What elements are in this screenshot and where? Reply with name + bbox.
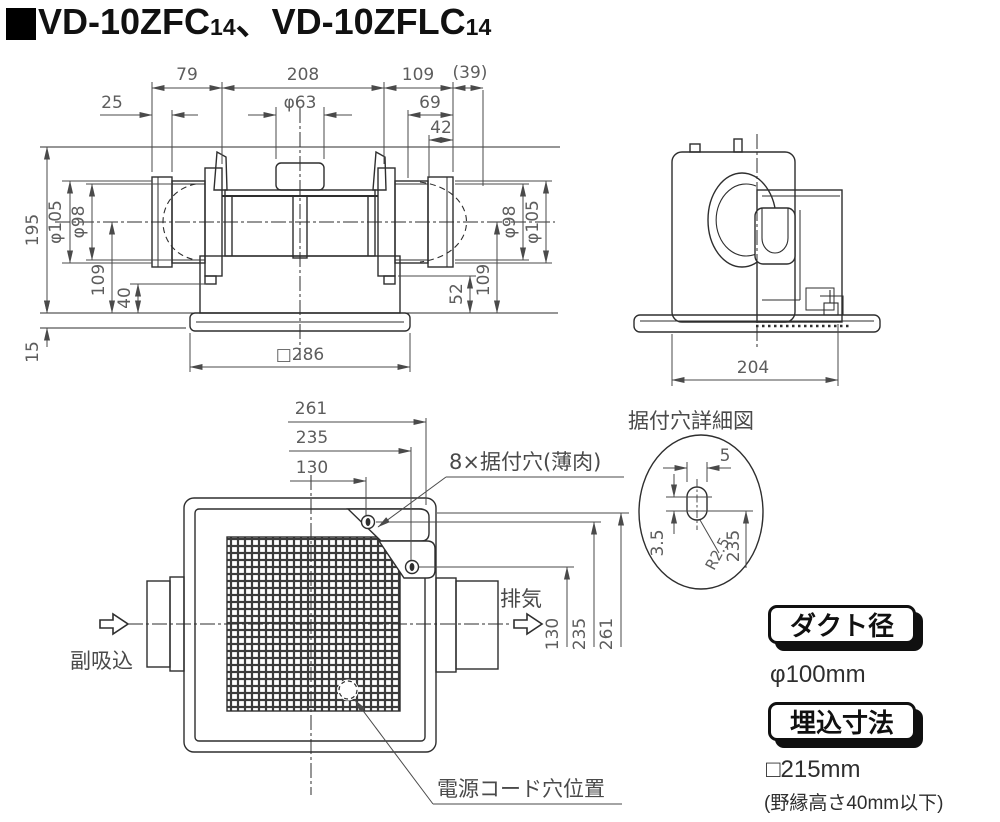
detail-dimensions — [663, 462, 753, 568]
side-tab-2 — [733, 138, 743, 153]
dim-42: 42 — [430, 118, 452, 138]
power-cord-hole — [337, 679, 359, 701]
dim-15: 15 — [23, 341, 43, 363]
model-name-2: VD-10ZFLC — [271, 1, 466, 42]
dim-phi98-right: φ98 — [500, 206, 520, 239]
model-suffix-1: 14 — [210, 14, 236, 40]
duct-diameter-heading: ダクト径 — [789, 611, 894, 641]
dim-286: □286 — [276, 345, 325, 365]
dim-235-top: 235 — [296, 428, 328, 448]
mounting-hole-lower — [404, 559, 420, 575]
side-view: 204 — [633, 134, 881, 386]
bottom-view-labels: 261 235 130 8×据付穴(薄肉) 排気 副吸込 130 235 261… — [70, 399, 617, 801]
dim-25: 25 — [101, 93, 123, 113]
dim-109-right: 109 — [474, 264, 494, 296]
front-dimension-labels: 79 208 109 (39) 25 φ63 69 42 195 15 φ105… — [23, 63, 543, 365]
dim-109-left: 109 — [89, 264, 109, 296]
dim-195: 195 — [23, 214, 43, 246]
side-dimensions — [671, 324, 839, 386]
side-bellmouth — [754, 207, 796, 265]
dim-261-top: 261 — [295, 399, 327, 419]
mounting-tab-right — [372, 150, 387, 191]
sub-intake-label: 副吸込 — [70, 649, 133, 673]
bottom-dimensions — [288, 418, 629, 805]
dim-phi63: φ63 — [284, 93, 317, 113]
exhaust-label: 排気 — [500, 587, 542, 611]
title-bullet-square — [6, 8, 36, 40]
dim-130-right: 130 — [543, 618, 563, 650]
mount-holes-label: 8×据付穴(薄肉) — [449, 450, 601, 474]
detail-dim-3-5: 3.5 — [648, 529, 668, 556]
front-centerlines — [55, 108, 555, 360]
side-bracket — [820, 290, 844, 316]
power-cord-label: 電源コード穴位置 — [437, 777, 605, 801]
duct-spigot-right — [377, 167, 468, 285]
detail-labels: 5 3.5 R2.5 235 — [648, 446, 744, 573]
embed-size-badge: 埋込寸法 — [768, 702, 916, 741]
dim-52: 52 — [447, 283, 467, 305]
model-suffix-2: 14 — [465, 14, 492, 40]
embed-size-note: (野縁高さ40mm以下) — [764, 793, 944, 814]
model-name-1: VD-10ZFC — [38, 1, 211, 42]
duct-diameter-badge: ダクト径 — [768, 605, 916, 644]
detail-dim-5: 5 — [720, 446, 731, 466]
exhaust-arrow-icon — [513, 612, 544, 636]
dim-235-right: 235 — [570, 618, 590, 650]
panel-inner-edge — [194, 508, 426, 742]
dim-261-right: 261 — [597, 618, 617, 650]
dim-79: 79 — [176, 65, 198, 85]
page-title: VD-10ZFC 14 、 VD-10ZFLC 14 — [6, 4, 491, 40]
front-view: 79 208 109 (39) 25 φ63 69 42 195 15 φ105… — [23, 63, 560, 372]
dim-130-top: 130 — [296, 458, 328, 478]
dim-phi105-left: φ105 — [46, 200, 66, 244]
dim-phi98-left: φ98 — [69, 206, 89, 239]
dim-39: (39) — [453, 63, 488, 83]
mounting-hole-detail: 据付穴詳細図 5 3.5 R2.5 235 — [628, 409, 764, 590]
dim-208: 208 — [287, 65, 319, 85]
detail-dim-235: 235 — [724, 530, 744, 562]
bottom-centerlines — [104, 475, 512, 795]
bottom-duct-right — [435, 577, 499, 673]
side-tab-1 — [689, 143, 701, 153]
mounting-hole-upper — [360, 514, 376, 530]
detail-title: 据付穴詳細図 — [628, 409, 754, 433]
airflow-arrows — [99, 612, 544, 636]
dim-109-top: 109 — [402, 65, 434, 85]
dim-phi105-right: φ105 — [523, 200, 543, 244]
embed-size-heading: 埋込寸法 — [789, 708, 894, 738]
duct-diameter-value: φ100mm — [770, 661, 866, 688]
title-separator: 、 — [235, 1, 272, 42]
hidden-bellmouth-right — [419, 181, 468, 263]
bottom-view: 261 235 130 8×据付穴(薄肉) 排気 副吸込 130 235 261… — [70, 399, 629, 805]
detail-balloon — [638, 434, 764, 590]
dim-69: 69 — [419, 93, 441, 113]
front-dimensions — [43, 82, 552, 372]
duct-spigot-left — [151, 167, 223, 285]
mounting-tab-left — [213, 150, 228, 191]
dim-40: 40 — [115, 287, 135, 309]
embed-size-value: □215mm — [766, 756, 861, 783]
dim-204: 204 — [737, 358, 769, 378]
sub-intake-arrow-icon — [99, 612, 130, 636]
